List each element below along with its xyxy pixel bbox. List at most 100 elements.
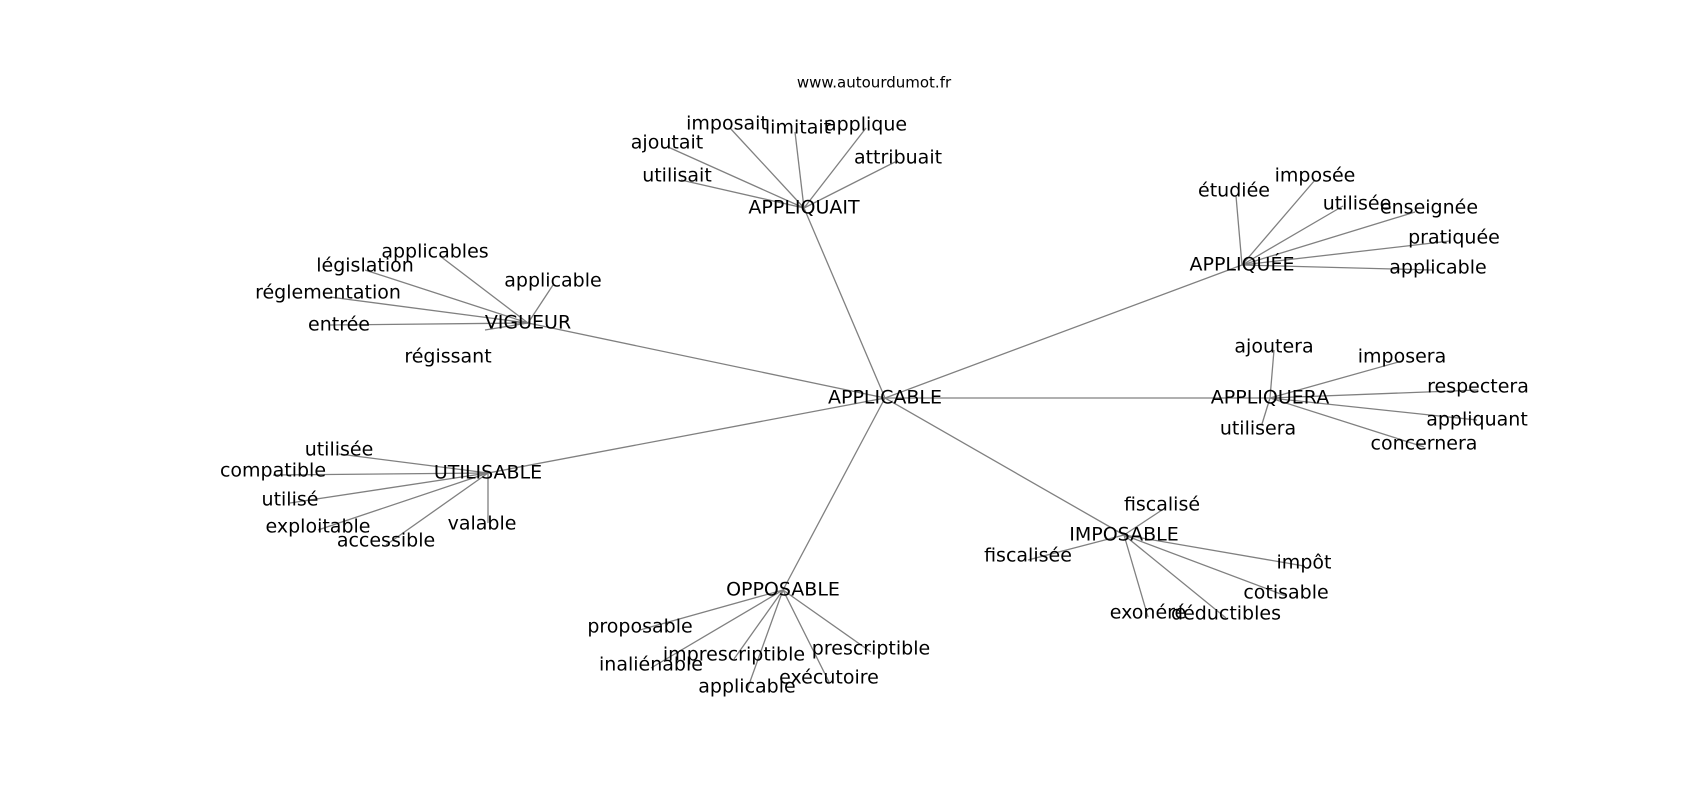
node-leaf-vigueur-2[interactable]: applicable	[504, 270, 601, 292]
edge-appliquait-0	[729, 127, 805, 209]
node-leaf-imposable-4[interactable]: exonéré	[1110, 602, 1186, 624]
node-leaf-appliquera-0[interactable]: ajoutera	[1234, 336, 1313, 358]
edge-appliquait-5	[680, 179, 805, 209]
edge-appliquait-2	[803, 127, 867, 209]
node-leaf-appliquait-4[interactable]: attribuait	[854, 147, 942, 169]
edge-opposable-1	[733, 589, 784, 660]
edge-appliquait-3	[667, 146, 805, 209]
edge-appliquee-5	[1241, 264, 1433, 271]
node-leaf-imposable-5[interactable]: déductibles	[1171, 603, 1281, 625]
edge-vigueur-0	[439, 255, 529, 324]
edge-imposable-1	[1027, 534, 1125, 561]
node-leaf-appliquait-3[interactable]: ajoutait	[631, 132, 703, 154]
node-leaf-opposable-2[interactable]: prescriptible	[812, 638, 930, 660]
node-leaf-vigueur-4[interactable]: entrée	[308, 314, 370, 336]
edge-opposable-5	[782, 589, 830, 683]
node-leaf-vigueur-3[interactable]: réglementation	[255, 282, 401, 304]
edge-utilisable-2	[289, 472, 489, 504]
edge-utilisable-0	[338, 453, 489, 474]
edge-utilisable-4	[385, 472, 489, 546]
node-leaf-vigueur-0[interactable]: applicables	[381, 241, 488, 263]
edge-appliquera-4	[1261, 397, 1271, 425]
node-leaf-opposable-0[interactable]: proposable	[587, 616, 692, 638]
edge-appliquee-0	[1235, 195, 1243, 266]
labels: APPLICABLEAPPLIQUAITimposaitlimitaitappl…	[220, 74, 1529, 698]
edge-center-opposable	[782, 397, 886, 591]
node-hub-appliquera[interactable]: APPLIQUERA	[1211, 387, 1329, 409]
watermark-text: www.autourdumot.fr	[797, 74, 952, 92]
node-leaf-opposable-3[interactable]: inaliénable	[599, 654, 703, 676]
node-hub-vigueur[interactable]: VIGUEUR	[485, 312, 571, 334]
node-leaf-utilisable-4[interactable]: accessible	[337, 530, 435, 552]
node-leaf-vigueur-5[interactable]: régissant	[404, 346, 491, 368]
node-leaf-appliquee-4[interactable]: pratiquée	[1408, 227, 1500, 249]
node-leaf-utilisable-2[interactable]: utilisé	[262, 489, 319, 511]
edge-vigueur-3	[329, 296, 529, 324]
node-leaf-appliquait-2[interactable]: applique	[825, 114, 907, 136]
node-center[interactable]: APPLICABLE	[828, 387, 942, 409]
edge-appliquee-2	[1241, 205, 1344, 266]
node-leaf-imposable-0[interactable]: fiscalisé	[1124, 494, 1200, 516]
edge-center-appliquee	[884, 264, 1243, 399]
node-leaf-appliquera-2[interactable]: respectera	[1427, 376, 1529, 398]
node-leaf-appliquee-1[interactable]: imposée	[1275, 165, 1356, 187]
node-leaf-utilisable-0[interactable]: utilisée	[305, 439, 374, 461]
node-leaf-opposable-1[interactable]: imprescriptible	[663, 644, 805, 666]
edge-appliquee-3	[1241, 211, 1416, 266]
edge-appliquera-5	[1269, 397, 1425, 448]
edge-center-appliquait	[803, 207, 886, 399]
node-leaf-vigueur-1[interactable]: législation	[316, 255, 414, 277]
edge-appliquait-4	[803, 161, 896, 209]
edge-vigueur-2	[527, 284, 554, 324]
node-leaf-opposable-4[interactable]: applicable	[698, 676, 795, 698]
node-leaf-appliquee-3[interactable]: enseignée	[1380, 197, 1478, 219]
node-leaf-appliquee-2[interactable]: utilisée	[1323, 193, 1392, 215]
edge-appliquee-1	[1241, 179, 1316, 266]
node-leaf-appliquait-0[interactable]: imposait	[686, 113, 768, 135]
node-leaf-utilisable-1[interactable]: compatible	[220, 460, 326, 482]
node-leaf-appliquera-4[interactable]: utilisera	[1220, 418, 1296, 440]
node-hub-utilisable[interactable]: UTILISABLE	[434, 462, 542, 484]
edge-center-utilisable	[487, 397, 886, 474]
node-leaf-imposable-2[interactable]: impôt	[1277, 552, 1332, 574]
node-leaf-appliquee-5[interactable]: applicable	[1389, 257, 1486, 279]
edge-opposable-2	[782, 589, 872, 653]
edge-opposable-0	[639, 589, 784, 631]
edge-appliquera-0	[1269, 349, 1275, 399]
edge-imposable-4	[1123, 534, 1149, 618]
edge-vigueur-5	[484, 322, 529, 331]
edge-vigueur-1	[364, 269, 529, 324]
edges	[272, 127, 1479, 691]
node-hub-appliquee[interactable]: APPLIQUÉE	[1190, 253, 1295, 276]
node-leaf-appliquera-1[interactable]: imposera	[1358, 346, 1447, 368]
node-leaf-utilisable-5[interactable]: valable	[448, 513, 517, 535]
edge-vigueur-4	[329, 322, 529, 326]
edge-imposable-2	[1123, 534, 1305, 567]
edge-center-vigueur	[527, 322, 886, 399]
node-leaf-imposable-1[interactable]: fiscalisée	[984, 545, 1072, 567]
node-leaf-opposable-5[interactable]: exécutoire	[779, 667, 879, 689]
node-hub-imposable[interactable]: IMPOSABLE	[1069, 524, 1178, 546]
node-hub-appliquait[interactable]: APPLIQUAIT	[748, 197, 860, 219]
node-leaf-appliquera-3[interactable]: appliquant	[1426, 409, 1528, 431]
edge-imposable-5	[1123, 534, 1227, 619]
edge-imposable-3	[1123, 534, 1287, 597]
edge-imposable-0	[1123, 509, 1163, 536]
node-leaf-utilisable-3[interactable]: exploitable	[266, 516, 371, 538]
node-leaf-appliquee-0[interactable]: étudiée	[1198, 180, 1270, 202]
node-leaf-imposable-3[interactable]: cotisable	[1243, 582, 1328, 604]
node-hub-opposable[interactable]: OPPOSABLE	[726, 579, 840, 601]
edge-appliquera-2	[1269, 389, 1479, 399]
edge-center-imposable	[884, 397, 1125, 536]
edge-appliquee-4	[1241, 240, 1451, 266]
node-leaf-appliquera-5[interactable]: concernera	[1371, 433, 1478, 455]
edge-opposable-4	[746, 589, 784, 691]
edge-appliquera-1	[1269, 360, 1403, 399]
node-leaf-appliquait-1[interactable]: limitait	[765, 117, 831, 139]
node-leaf-appliquait-5[interactable]: utilisait	[642, 165, 712, 187]
edge-utilisable-1	[272, 472, 489, 476]
edge-opposable-3	[650, 589, 784, 669]
edge-appliquait-1	[794, 131, 805, 209]
